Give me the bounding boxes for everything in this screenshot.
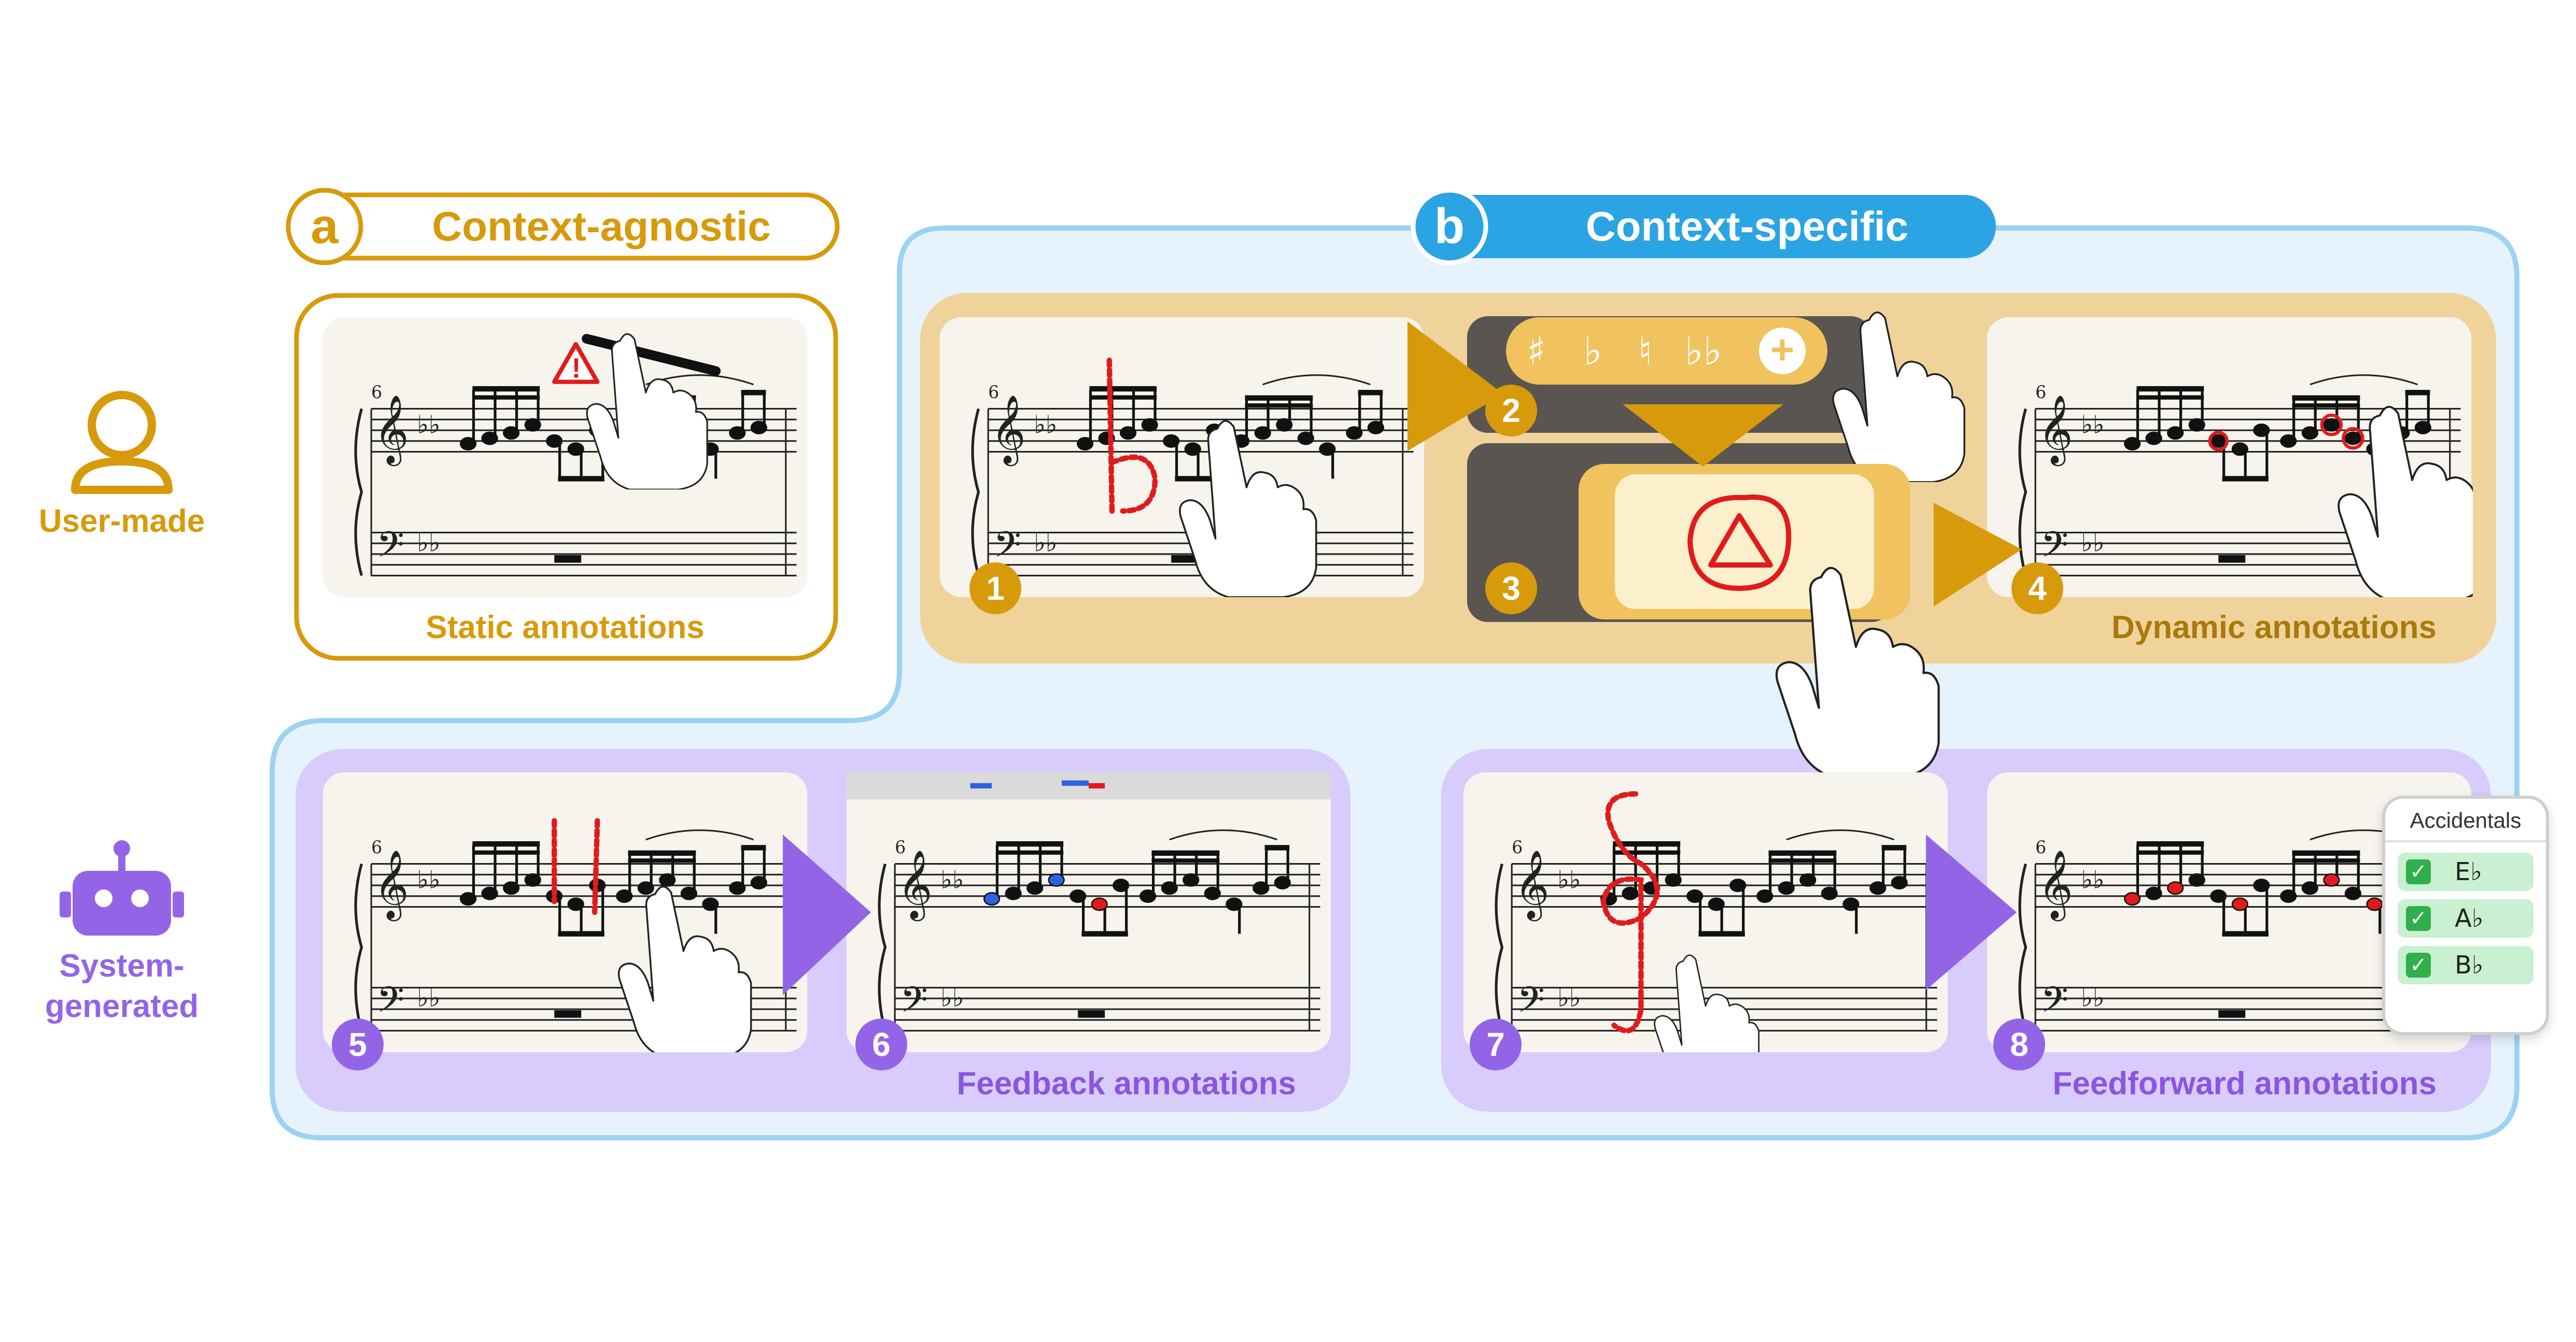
arrow-5-6 xyxy=(783,835,871,995)
step-badge-7: 7 xyxy=(1470,1019,1522,1070)
role-user-made: User-made xyxy=(31,384,213,540)
check-icon: ✓ xyxy=(2406,906,2431,931)
toolbar-add-button[interactable]: + xyxy=(1759,328,1806,374)
step-badge-8: 8 xyxy=(1993,1019,2045,1070)
section-a-title: Context-agnostic xyxy=(432,203,771,249)
check-icon: ✓ xyxy=(2406,953,2431,978)
robot-icon xyxy=(60,840,184,936)
section-b-title: Context-specific xyxy=(1585,203,1909,249)
role-system-generated: System- generated xyxy=(21,837,223,1027)
step-badge-3: 3 xyxy=(1485,562,1537,614)
score-step8 xyxy=(1986,772,2473,1052)
toolbar-natural[interactable]: ♮ xyxy=(1638,328,1653,374)
caption-feedforward: Feedforward annotations xyxy=(2052,1066,2437,1101)
section-a-letter: a xyxy=(311,199,339,254)
toolbar-double-flat[interactable]: ♭♭ xyxy=(1685,328,1722,374)
score-step7 xyxy=(1462,772,1949,1052)
toolbar-flat[interactable]: ♭ xyxy=(1584,328,1602,374)
accidental-item-label: E♭ xyxy=(2455,857,2482,886)
accidentals-panel: Accidentals ✓ E♭ ✓ A♭ ✓ B♭ xyxy=(2382,796,2549,1035)
arrow-2-3 xyxy=(1623,404,1783,467)
pen-icon xyxy=(582,334,721,376)
accidental-item-label: B♭ xyxy=(2455,951,2484,980)
svg-text:!: ! xyxy=(571,352,581,384)
toolbar-sharp[interactable]: ♯ xyxy=(1527,328,1546,374)
step-badge-1: 1 xyxy=(969,562,1021,614)
accidental-item[interactable]: ✓ A♭ xyxy=(2398,899,2533,938)
step-badge-6: 6 xyxy=(855,1019,907,1070)
score-step1 xyxy=(938,317,1426,597)
accidental-item[interactable]: ✓ B♭ xyxy=(2398,946,2533,984)
arrow-3-4 xyxy=(1934,503,2022,606)
arrow-7-8 xyxy=(1926,835,2017,990)
caption-static: Static annotations xyxy=(426,610,705,645)
accidental-item[interactable]: ✓ E♭ xyxy=(2398,853,2533,891)
accidental-item-label: A♭ xyxy=(2455,904,2484,933)
score-step6 xyxy=(845,772,1332,1052)
user-icon xyxy=(71,391,173,494)
score-step5 xyxy=(321,772,809,1052)
role-system-label-line1: System- xyxy=(59,948,185,984)
arrow-1-2 xyxy=(1407,321,1503,451)
score-step4 xyxy=(1986,317,2473,597)
step-badge-2: 2 xyxy=(1485,385,1537,436)
role-user-made-label: User-made xyxy=(38,503,205,539)
warning-icon: ! xyxy=(552,342,600,384)
check-icon: ✓ xyxy=(2406,859,2431,884)
score-static: ! xyxy=(321,317,809,597)
step-badge-4: 4 xyxy=(2011,562,2063,614)
role-system-label-line2: generated xyxy=(45,988,199,1024)
step-badge-5: 5 xyxy=(332,1019,384,1070)
accidentals-title: Accidentals xyxy=(2410,808,2522,832)
caption-dynamic: Dynamic annotations xyxy=(2112,610,2437,645)
section-b-letter: b xyxy=(1434,199,1465,254)
caption-feedback: Feedback annotations xyxy=(956,1066,1296,1101)
section-b-pill: b Context-specific xyxy=(1400,188,2001,265)
section-a-pill: a Context-agnostic xyxy=(275,188,842,265)
accidental-toolbar: ♯ ♭ ♮ ♭♭ + xyxy=(1506,317,1827,385)
